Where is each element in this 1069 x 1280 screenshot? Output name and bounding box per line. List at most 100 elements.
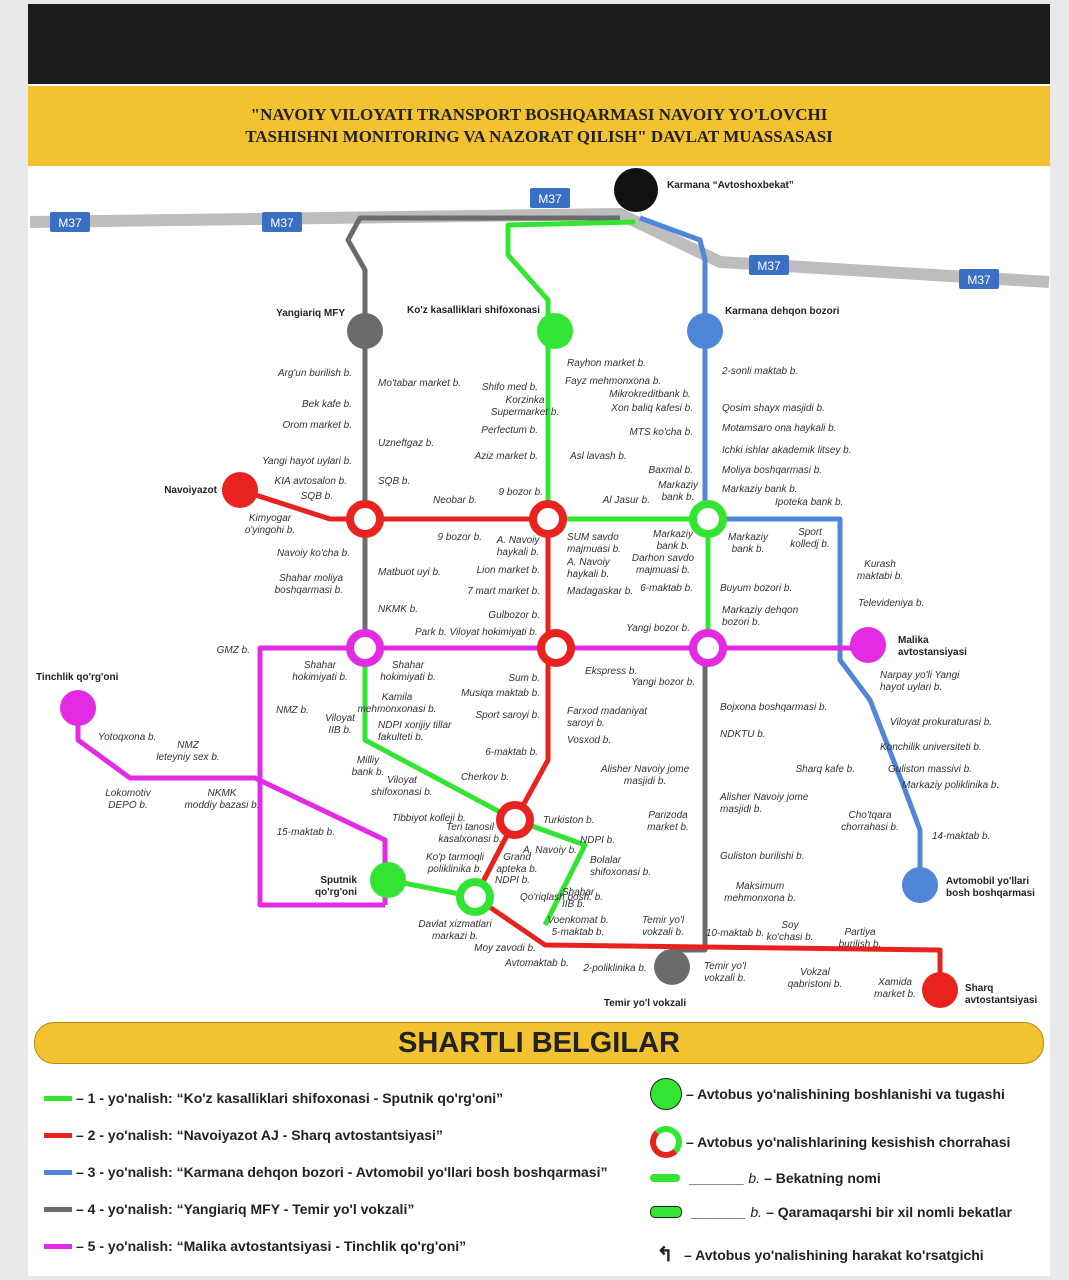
interchange-hub <box>689 500 727 538</box>
station-label-line: Shifo med b. <box>482 382 538 393</box>
legend-route-label: – 2 - yo'nalish: “Navoiyazot AJ - Sharq … <box>76 1127 443 1143</box>
station-label-line: Vokzal <box>800 967 830 978</box>
terminal-label-line: Karmana “Avtoshoxbekat” <box>667 180 794 191</box>
station-label-line: Grand <box>503 852 531 863</box>
station-label-line: Cho'tqara <box>848 810 891 821</box>
station-label: Guliston massivi b. <box>888 764 972 775</box>
station-label: 14-maktab b. <box>932 831 990 842</box>
station-label: Uzneftgaz b. <box>378 438 434 449</box>
interchange-hub <box>537 629 575 667</box>
station-label-line: SUM savdo <box>567 532 619 543</box>
station-label-line: hayot uylari b. <box>880 682 942 693</box>
station-label-line: leteyniy sex b. <box>156 752 219 763</box>
station-label: Avtomaktab b. <box>504 958 569 969</box>
interchange-hub <box>689 629 727 667</box>
station-label-line: Vosxod b. <box>567 735 611 746</box>
station-label-line: Cherkov b. <box>461 772 509 783</box>
terminal-label-line: Sharq <box>965 983 993 994</box>
paired-stop-icon <box>650 1206 682 1218</box>
terminal-label: Temir yo'l vokzali <box>604 998 686 1009</box>
station-label-line: kolledj b. <box>790 539 829 550</box>
legend-symbol-label: – Avtobus yo'nalishining boshlanishi va … <box>686 1086 1005 1102</box>
station-label-line: masjidi b. <box>720 804 762 815</box>
station-label-line: Viloyat prokuraturasi b. <box>890 717 992 728</box>
station-label-line: Davlat xizmatlari <box>418 919 492 930</box>
station-label-line: market b. <box>874 989 916 1000</box>
station-label-line: NDPI b. <box>495 875 530 886</box>
station-label-line: mehmonxonasi b. <box>358 704 437 715</box>
station-label-line: burilish b. <box>839 939 882 950</box>
station-label: Buyum bozori b. <box>720 583 792 594</box>
station-label-line: Gulbozor b. <box>488 610 540 621</box>
station-label-line: chorrahasi b. <box>841 822 899 833</box>
station-label: Mikrokreditbank b. <box>609 389 691 400</box>
station-label: A. Navoiy b. <box>522 845 577 856</box>
station-label: Ichki ishlar akademik litsey b. <box>722 445 852 456</box>
station-label: Sport saroyi b. <box>476 710 540 721</box>
legend-route-label: – 1 - yo'nalish: “Ko'z kasalliklari shif… <box>76 1090 504 1106</box>
station-label-line: vokzali b. <box>642 927 684 938</box>
header-banner: "NAVOIY VILOYATI TRANSPORT BOSHQARMASI N… <box>28 86 1050 166</box>
station-label: Perfectum b. <box>481 425 538 436</box>
station-label-line: Xamida <box>877 977 912 988</box>
terminal-label-line: Malika <box>898 635 929 646</box>
station-label-line: market b. <box>647 822 689 833</box>
station-label: Yangi hayot uylari b. <box>262 456 352 467</box>
legend-blank: _______ b. <box>692 1204 763 1220</box>
station-label: 2-poliklinika b. <box>582 963 646 974</box>
station-label-line: Tibbiyot kolleji b. <box>392 813 466 824</box>
m37-label: M37 <box>967 273 991 287</box>
station-label: Viloyat prokuraturasi b. <box>890 717 992 728</box>
station-label-line: 6-maktab b. <box>640 583 693 594</box>
station-label: 7 mart market b. <box>467 586 540 597</box>
station-label-line: IIB b. <box>328 725 351 736</box>
station-label: Turkiston b. <box>543 815 595 826</box>
terminal-label-line: Tinchlik qo'rg'oni <box>36 672 119 683</box>
station-label: NMZ b. <box>276 705 309 716</box>
station-label-line: mehmonxona b. <box>724 893 796 904</box>
terminal-label: Karmana “Avtoshoxbekat” <box>667 180 794 191</box>
header-title-line1: "NAVOIY VILOYATI TRANSPORT BOSHQARMASI N… <box>250 105 828 124</box>
station-label-line: bozori b. <box>722 617 760 628</box>
terminal-label-line: Navoiyazot <box>164 485 217 496</box>
station-label-line: 14-maktab b. <box>932 831 990 842</box>
station-label-line: Markaziy bank b. <box>722 484 798 495</box>
station-label: Guliston burilishi b. <box>720 851 804 862</box>
station-label-line: hokimiyati b. <box>380 672 436 683</box>
station-label-line: Buyum bozori b. <box>720 583 792 594</box>
terminal-label: Ko'z kasalliklari shifoxonasi <box>407 305 540 316</box>
station-label-line: A. Navoiy b. <box>522 845 577 856</box>
station-label-line: MTS ko'cha b. <box>629 427 693 438</box>
station-label-line: Orom market b. <box>283 420 352 431</box>
station-label-line: 9 bozor b. <box>438 532 482 543</box>
station-label-line: Soy <box>781 920 799 931</box>
station-label-line: GMZ b. <box>217 645 250 656</box>
station-label-line: Shahar <box>392 660 425 671</box>
terminal-label: Yangiariq MFY <box>276 308 345 319</box>
station-label: Rayhon market b. <box>567 358 646 369</box>
station-label: 2-sonli maktab b. <box>721 366 798 377</box>
station-label: Markaziy bank b. <box>722 484 798 495</box>
station-label-line: 10-maktab b. <box>706 928 764 939</box>
station-label-line: qabristoni b. <box>788 979 842 990</box>
station-label-line: apteka b. <box>496 864 537 875</box>
m37-badge <box>530 188 570 208</box>
station-label-line: Guliston massivi b. <box>888 764 972 775</box>
station-label-line: Voenkomat b. <box>547 915 608 926</box>
station-label-line: Shahar <box>304 660 337 671</box>
top-bar <box>28 4 1050 84</box>
station-label: 15-maktab b. <box>277 827 335 838</box>
